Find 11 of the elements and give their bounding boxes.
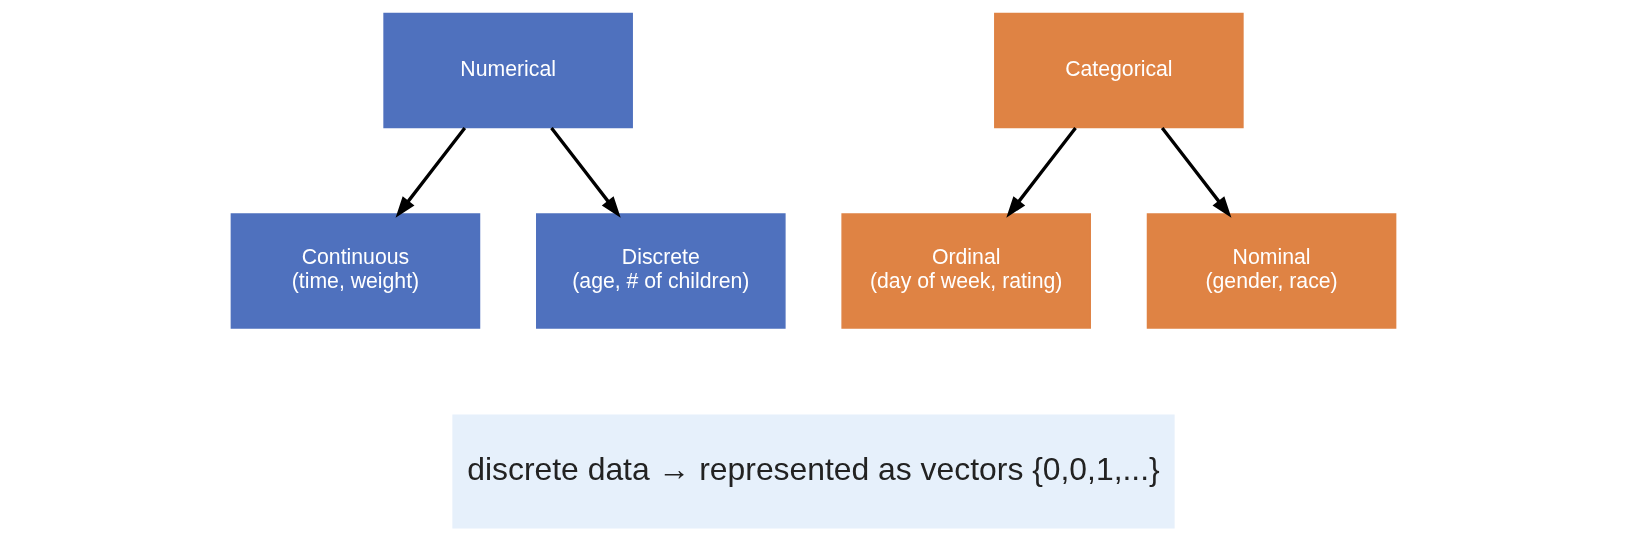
- arrow: [395, 127, 466, 218]
- node-box: Continuous (time, weight): [230, 213, 480, 329]
- node-box: Numerical: [382, 12, 633, 129]
- label: discrete data → represented as vectors {0,0,1,...}: [466, 450, 1160, 487]
- arrow: [1005, 127, 1077, 218]
- node-box: Ordinal (day of week, rating): [840, 213, 1091, 329]
- node-box: Nominal (gender, race): [1146, 213, 1396, 329]
- arrow: [549, 127, 621, 218]
- node-box: Categorical: [993, 12, 1244, 129]
- arrow: [1160, 127, 1231, 218]
- node-box: Discrete (age, # of children): [535, 213, 786, 329]
